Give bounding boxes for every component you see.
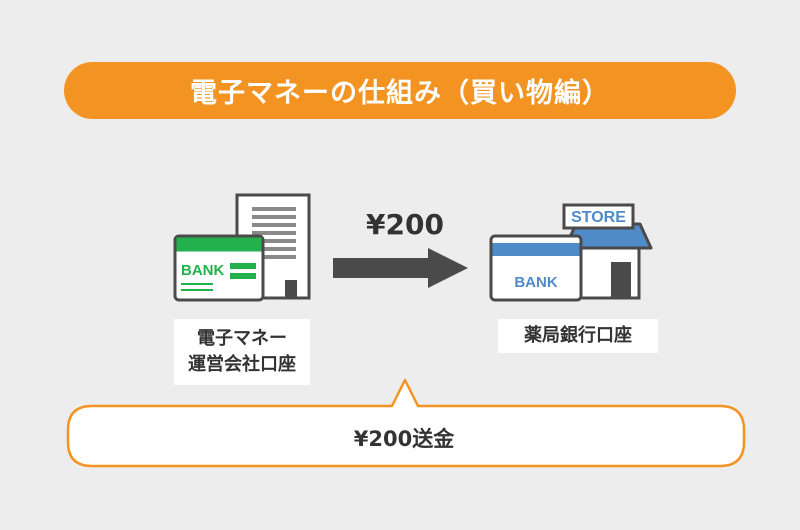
transfer-amount: ¥200 — [366, 208, 444, 241]
store-bank-card-icon: BANK — [489, 234, 583, 302]
company-account-label: 電子マネー 運営会社口座 — [174, 319, 310, 385]
store-label-text: 薬局銀行口座 — [524, 325, 632, 346]
diagram-title: 電子マネーの仕組み（買い物編） — [190, 78, 610, 109]
store-account-label: 薬局銀行口座 — [498, 319, 658, 353]
transfer-callout-text: ¥200送金 — [353, 427, 455, 451]
title-banner: 電子マネーの仕組み（買い物編） — [64, 62, 736, 119]
company-label-line2: 運営会社口座 — [188, 354, 296, 375]
store-card-label: BANK — [514, 274, 557, 291]
transfer-callout-box — [66, 378, 746, 468]
company-label-line1: 電子マネー — [197, 328, 287, 349]
store-sign-label: STORE — [571, 209, 626, 226]
arrow-right-icon — [333, 248, 468, 288]
company-bank-card-icon: BANK — [173, 234, 265, 302]
company-card-label: BANK — [181, 262, 224, 279]
